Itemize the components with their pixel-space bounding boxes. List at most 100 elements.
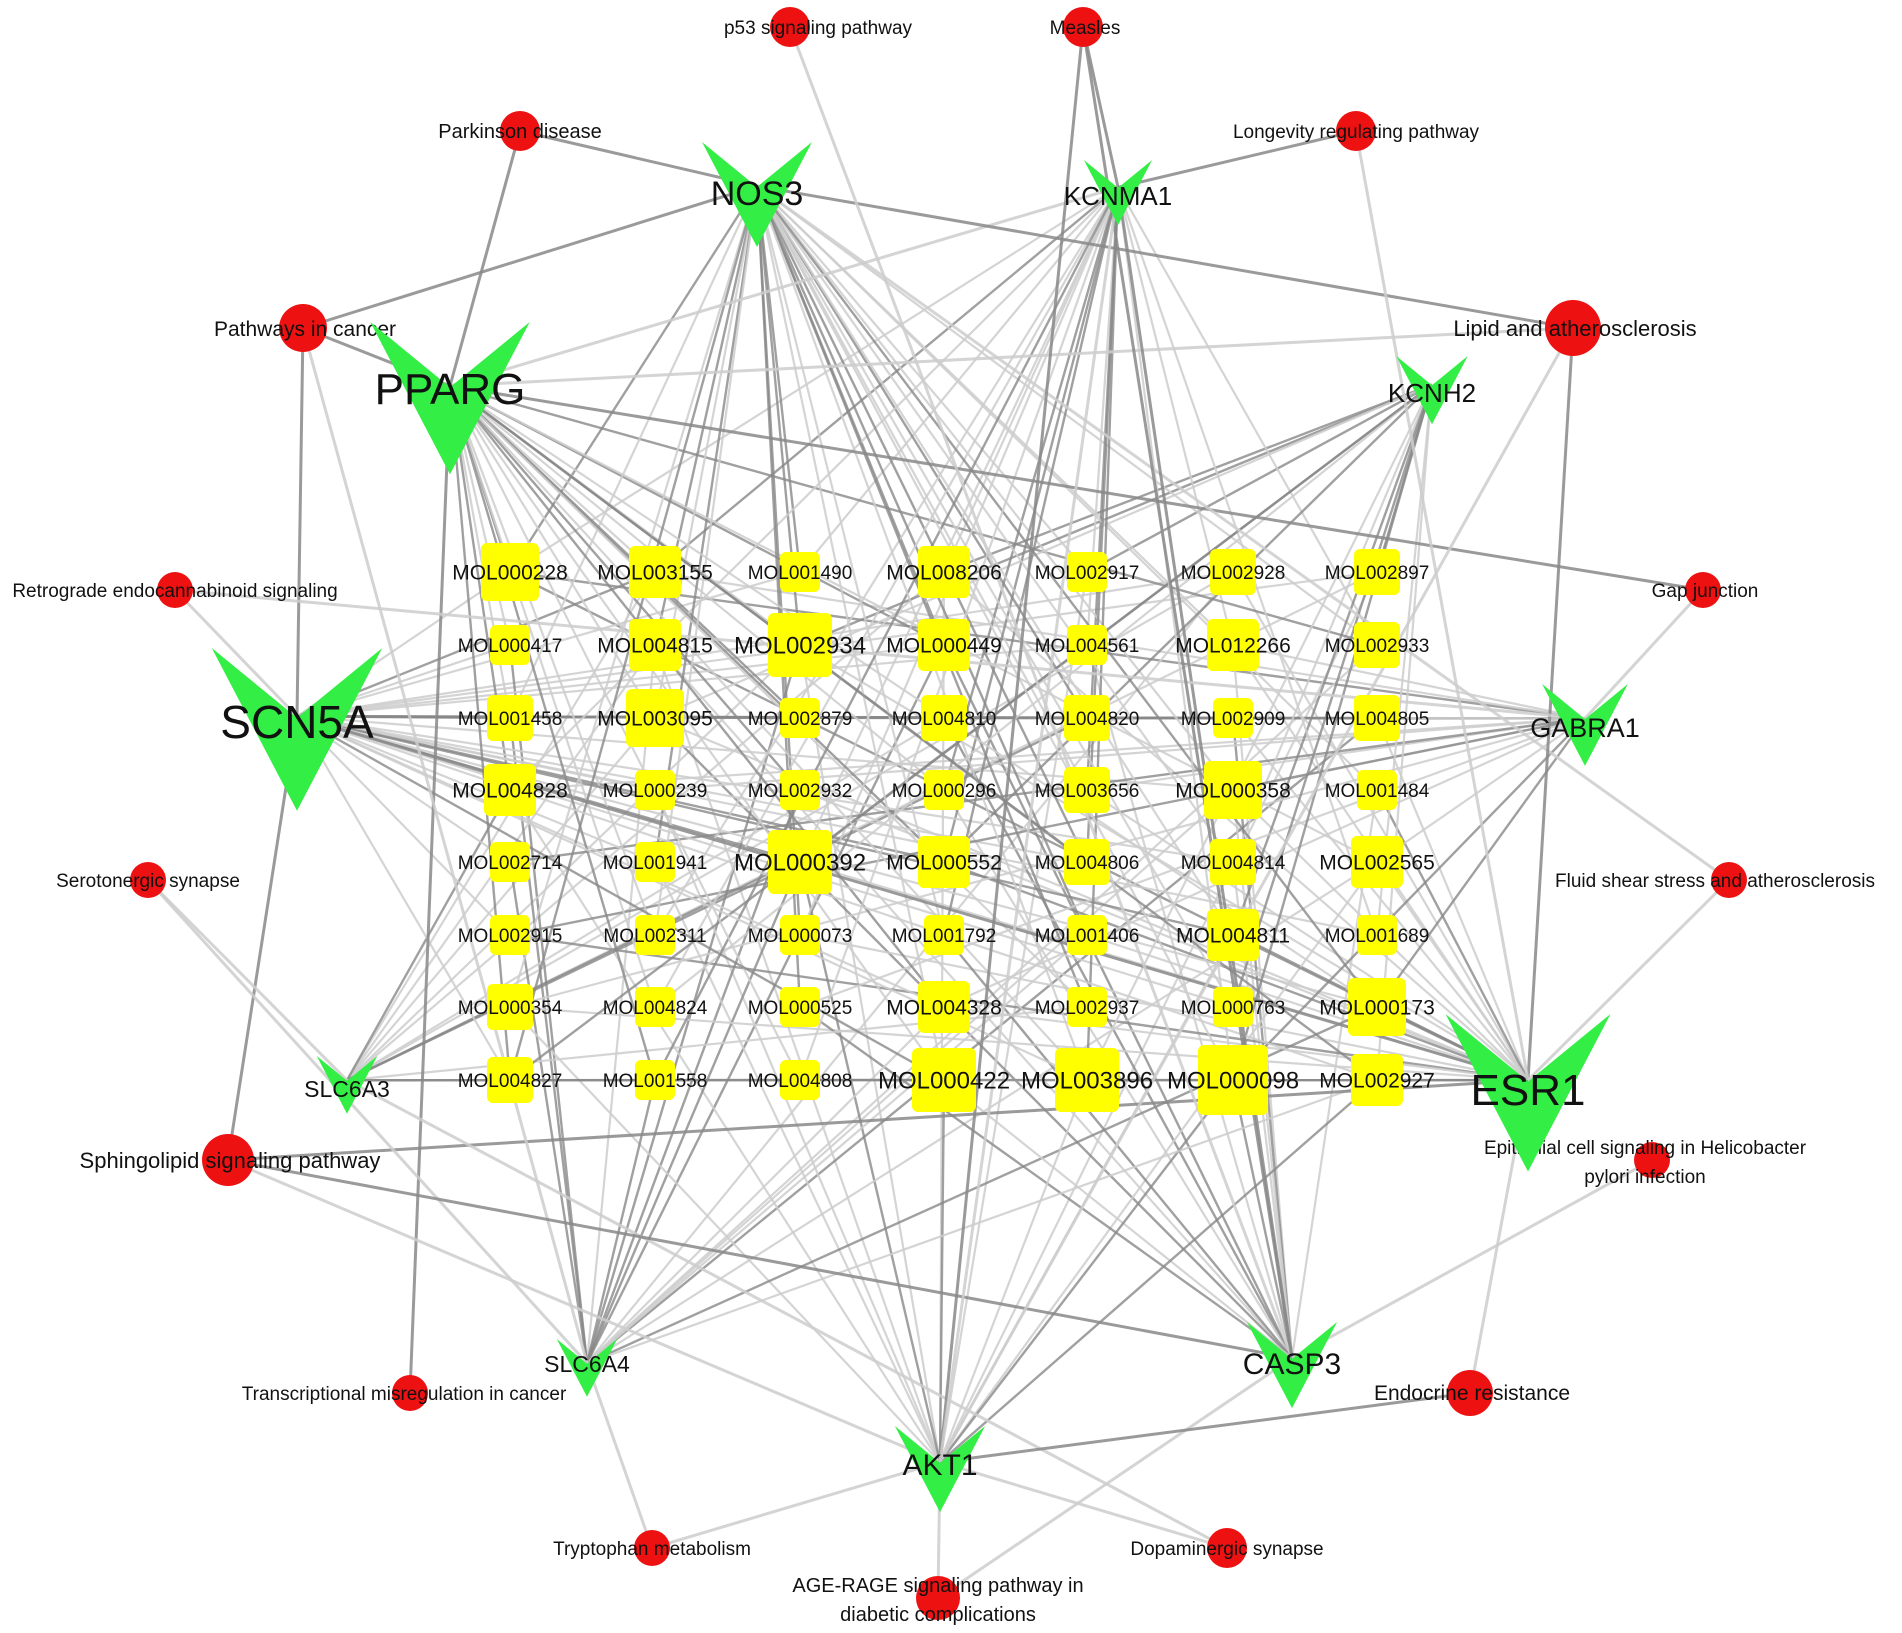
compound-node-mol000525: MOL000525 <box>748 987 853 1027</box>
compound-marker <box>1198 1045 1268 1115</box>
edge-MOL001941-NOS3 <box>653 185 759 863</box>
edge-MOL002311-NOS3 <box>653 185 759 936</box>
compound-label: MOL004806 <box>1035 853 1140 874</box>
edge-MOL002565-GABRA1 <box>1376 717 1586 863</box>
compound-marker <box>635 842 675 882</box>
pathway-label-line: Epithelial cell signaling in Helicobacte… <box>1484 1138 1807 1159</box>
compound-node-mol002915: MOL002915 <box>458 915 562 955</box>
edge-MOL002933-KCNMA1 <box>1117 186 1378 646</box>
pathway-label: Parkinson disease <box>438 121 601 143</box>
pathway-label: Tryptophan metabolism <box>553 1539 751 1560</box>
compound-marker <box>1204 761 1262 819</box>
compound-label: MOL002909 <box>1181 709 1286 730</box>
edge-MOL004820-NOS3 <box>755 185 1089 719</box>
edge-MOL002933-PPARG <box>449 384 1378 647</box>
compound-node-mol000358: MOL000358 <box>1175 761 1291 819</box>
compound-marker <box>487 1057 533 1103</box>
compound-label: MOL000239 <box>603 781 708 802</box>
compound-marker <box>1067 625 1107 665</box>
pathway-marker <box>1711 862 1747 898</box>
compound-label: MOL000525 <box>748 998 853 1019</box>
compound-node-mol004815: MOL004815 <box>597 619 713 671</box>
compound-marker <box>635 987 675 1027</box>
compound-marker <box>1354 695 1400 741</box>
compound-label: MOL002937 <box>1035 998 1140 1019</box>
compound-label: MOL002934 <box>734 633 866 660</box>
edge-ESR1-lipid <box>1526 327 1575 1081</box>
target-marker <box>556 1339 618 1397</box>
target-node-slc6a4: SLC6A4 <box>544 1339 630 1397</box>
target-label: KCNH2 <box>1388 378 1476 408</box>
pathway-node-tryptophan: Tryptophan metabolism <box>553 1530 751 1566</box>
pathway-label: Sphingolipid signaling pathway <box>80 1148 381 1173</box>
edge-MOL004811-NOS3 <box>756 185 1234 936</box>
edge-MOL000552-KCNMA1 <box>942 187 1120 863</box>
edge-MOL001792-NOS3 <box>755 185 946 936</box>
edge-PPARG-parkinson <box>448 130 522 387</box>
compound-node-mol001484: MOL001484 <box>1325 770 1430 810</box>
edge-MOL004827-PPARG <box>448 385 512 1081</box>
target-label: NOS3 <box>711 175 804 213</box>
edge-AKT1-tryptophan <box>651 1460 941 1550</box>
target-node-slc6a3: SLC6A3 <box>304 1056 390 1114</box>
compound-node-mol002565: MOL002565 <box>1319 836 1435 888</box>
edge-NOS3-parkinson <box>519 129 758 188</box>
compound-node-mol000173: MOL000173 <box>1319 978 1435 1036</box>
compound-marker <box>629 546 681 598</box>
edge-MOL004328-GABRA1 <box>943 717 1586 1009</box>
target-marker <box>894 1426 986 1513</box>
compound-marker <box>768 830 832 894</box>
pathway-marker <box>634 1530 670 1566</box>
pathway-label: Retrograde endocannabinoid signaling <box>12 581 337 602</box>
target-label: SCN5A <box>220 696 374 748</box>
compound-marker <box>918 981 970 1033</box>
edge-MOL002915-SCN5A <box>296 715 511 936</box>
edge-MOL002909-CASP3 <box>1231 717 1294 1359</box>
compound-node-mol002714: MOL002714 <box>458 842 563 882</box>
pathway-label: Gap junction <box>1652 581 1759 602</box>
edge-MOL002565-ESR1 <box>1376 861 1529 1081</box>
pathway-label: Lipid and atherosclerosis <box>1453 316 1696 341</box>
compound-node-mol004828: MOL004828 <box>452 764 568 816</box>
compound-node-mol002311: MOL002311 <box>603 915 707 955</box>
compound-marker <box>1351 1054 1403 1106</box>
edge-MOL003896-AKT1 <box>938 1079 1089 1463</box>
compound-node-mol002927: MOL002927 <box>1319 1054 1435 1106</box>
target-label: CASP3 <box>1243 1348 1341 1381</box>
pathway-node-cancer: Pathways in cancer <box>214 304 396 352</box>
compound-marker <box>918 546 970 598</box>
edge-CASP3-p53 <box>788 26 1294 1359</box>
edge-MOL004810-SLC6A3 <box>346 717 945 1082</box>
compound-node-mol001458: MOL001458 <box>458 695 562 741</box>
edge-MOL004824-PPARG <box>448 385 657 1008</box>
compound-node-mol012266: MOL012266 <box>1175 619 1291 671</box>
compound-label: MOL002933 <box>1325 636 1430 657</box>
target-label: SLC6A4 <box>544 1351 630 1377</box>
compound-node-mol000354: MOL000354 <box>458 984 563 1030</box>
edge-AKT1-measles <box>938 26 1085 1463</box>
edge-CASP3-epithelial <box>1291 1158 1653 1360</box>
compound-node-mol001406: MOL001406 <box>1035 915 1140 955</box>
compound-label: MOL004811 <box>1176 925 1290 948</box>
edge-MOL000354-AKT1 <box>509 1006 941 1463</box>
compound-node-mol000098: MOL000098 <box>1167 1045 1299 1115</box>
pathway-marker <box>202 1134 254 1186</box>
compound-marker <box>780 1060 820 1100</box>
compound-marker <box>490 842 530 882</box>
compound-marker <box>780 698 820 738</box>
compound-label: MOL003095 <box>597 708 713 731</box>
compound-marker <box>487 984 533 1030</box>
edge-MOL000098-AKT1 <box>939 1079 1234 1463</box>
compound-marker <box>490 915 530 955</box>
compound-marker <box>1357 770 1397 810</box>
compound-label: MOL001406 <box>1035 926 1140 947</box>
compound-label: MOL002928 <box>1181 563 1286 584</box>
edge-MOL002915-GABRA1 <box>509 717 1586 937</box>
edge-MOL004814-SCN5A <box>296 715 1234 864</box>
compound-marker <box>481 543 539 601</box>
compound-marker <box>780 987 820 1027</box>
compound-label: MOL002714 <box>458 853 563 874</box>
compound-node-mol002879: MOL002879 <box>748 698 852 738</box>
